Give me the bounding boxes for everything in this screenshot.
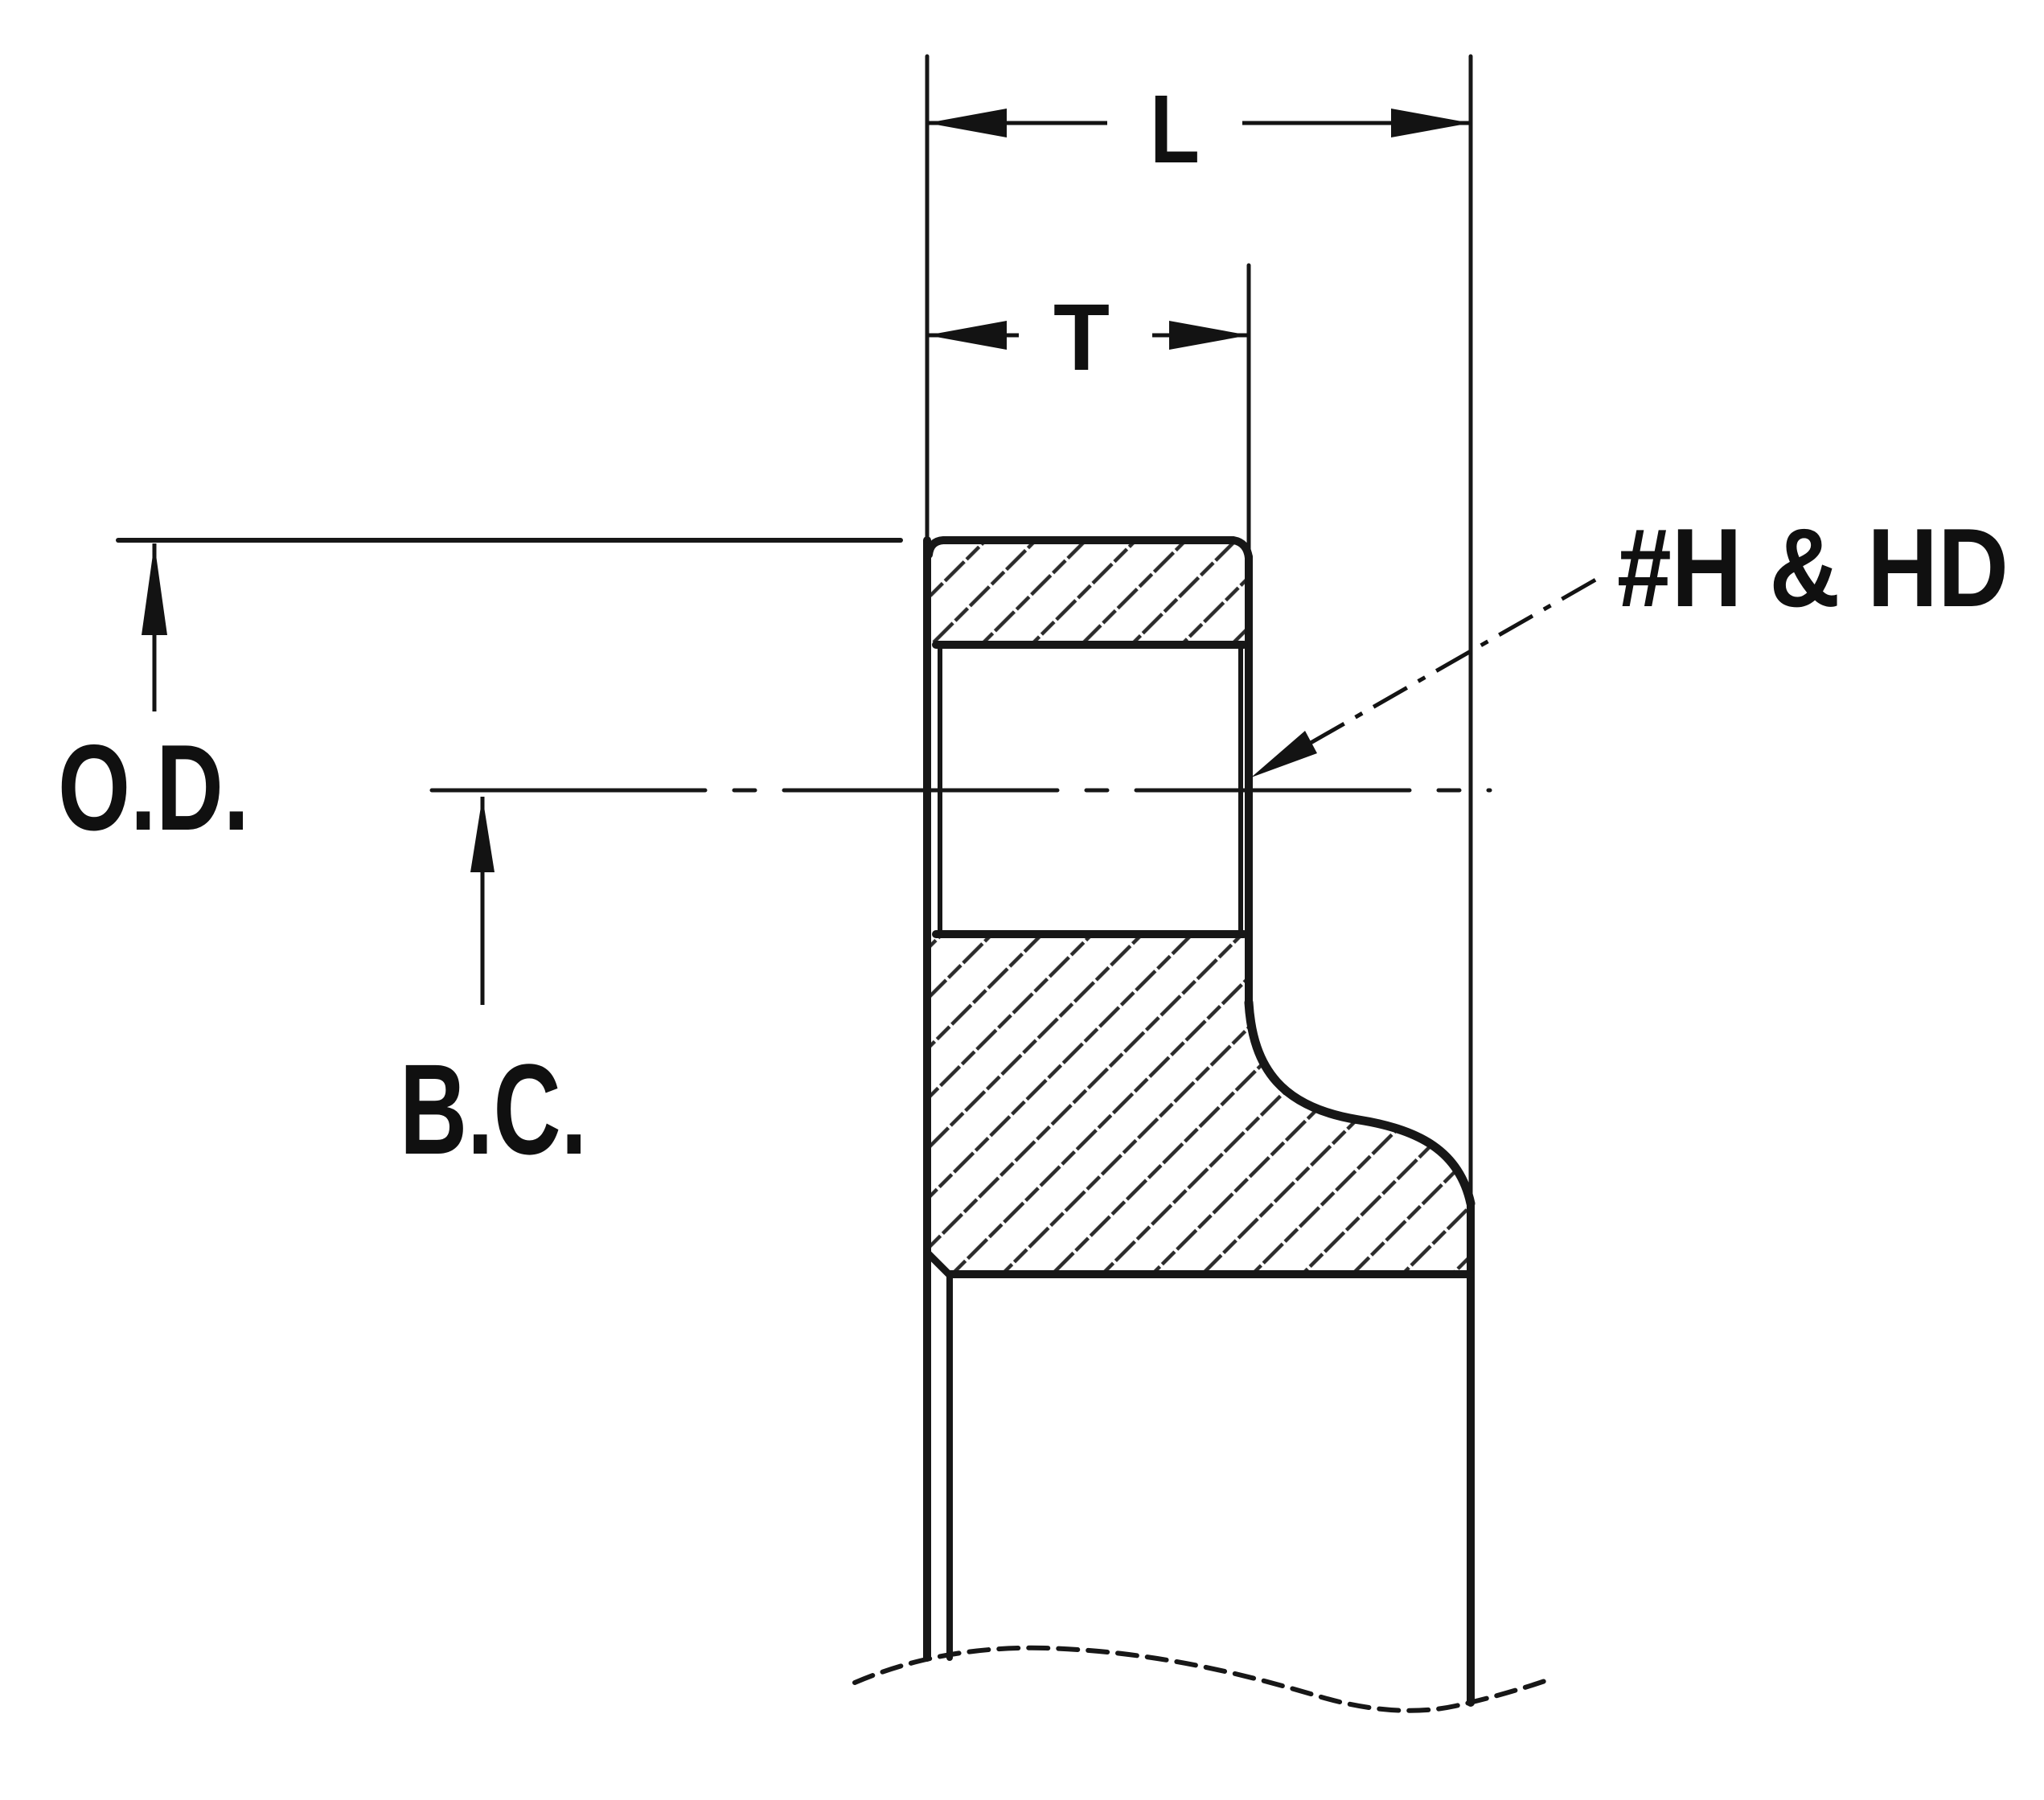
dim-T-arrow-left xyxy=(927,321,1007,350)
od-arrow-up xyxy=(142,543,167,635)
hub-body-section xyxy=(927,934,1471,1274)
od-label: O.D. xyxy=(58,720,249,856)
bc-label: B.C. xyxy=(400,1037,587,1181)
hub-fillet-curve xyxy=(1244,998,1476,1208)
dim-L-label: L xyxy=(1150,74,1200,183)
section-hatch-fills xyxy=(927,540,1471,1274)
pipe-break-line xyxy=(852,1645,1552,1713)
dim-T-label: T xyxy=(1053,285,1110,391)
dim-T-arrow-right xyxy=(1169,321,1249,350)
flange-top-face-line xyxy=(925,536,1253,562)
back-chamfer-line xyxy=(923,1249,954,1279)
dim-L-arrow-right xyxy=(1391,109,1471,137)
dimension-L xyxy=(927,109,1471,137)
dim-L-arrow-left xyxy=(927,109,1007,137)
extension-lines xyxy=(116,54,1552,1713)
callout-OD xyxy=(142,543,167,711)
bc-arrow-up xyxy=(470,797,495,872)
callout-BC xyxy=(470,797,495,1005)
holes-leader-line xyxy=(1309,572,1606,745)
holes-leader-arrow xyxy=(1251,731,1317,777)
callout-holes-leader xyxy=(1251,572,1606,777)
flange-ring-section xyxy=(929,540,1249,645)
dimension-T xyxy=(927,321,1249,350)
holes-label: #H & HD xyxy=(1617,506,2009,630)
